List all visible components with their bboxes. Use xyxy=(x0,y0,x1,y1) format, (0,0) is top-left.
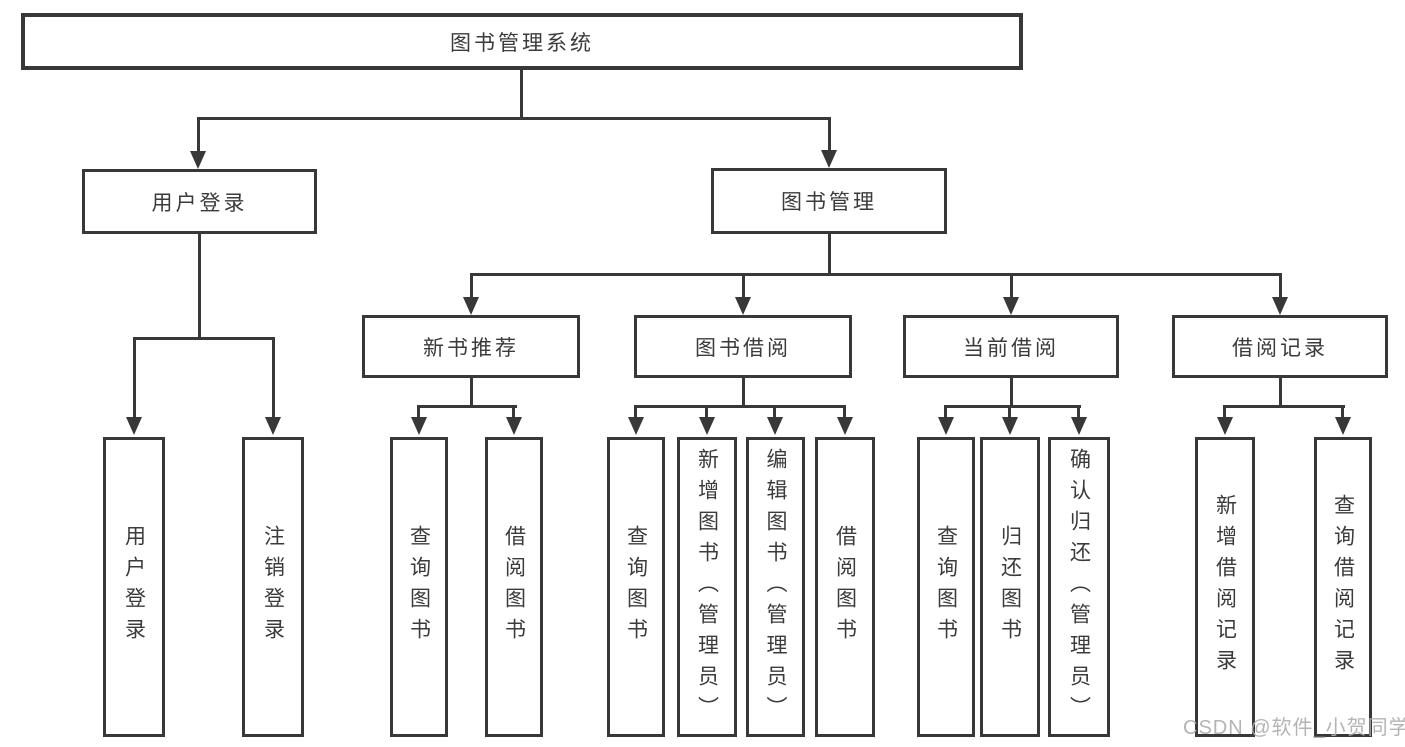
arrow-down-icon xyxy=(463,297,479,315)
connector-line xyxy=(1010,275,1013,299)
connector-line xyxy=(197,119,200,152)
node-label: 注销登录 xyxy=(261,525,285,649)
connector-line xyxy=(634,405,846,408)
node-label: 新增借阅记录 xyxy=(1213,494,1237,680)
connector-line xyxy=(705,407,708,419)
arrow-down-icon xyxy=(1217,417,1233,435)
connector-line xyxy=(1223,407,1226,419)
node-leaf-logout: 注销登录 xyxy=(242,437,304,737)
node-leaf-add-borrow-record: 新增借阅记录 xyxy=(1195,437,1255,737)
node-borrowing-records: 借阅记录 xyxy=(1172,315,1388,378)
node-leaf-return-book: 归还图书 xyxy=(980,437,1040,737)
node-user-login: 用户登录 xyxy=(82,169,317,234)
node-leaf-query-books-borrow: 查询图书 xyxy=(607,437,665,737)
node-label: 借阅记录 xyxy=(1232,336,1328,360)
connector-line xyxy=(272,339,275,419)
node-label: 图书管理 xyxy=(781,191,877,214)
connector-line xyxy=(742,275,745,299)
connector-line xyxy=(1010,377,1013,407)
arrow-down-icon xyxy=(1002,417,1018,435)
node-label: 查询图书 xyxy=(934,525,958,649)
node-label: 图书借阅 xyxy=(695,336,791,360)
node-label: 查询图书 xyxy=(624,525,648,649)
node-label: 图书管理系统 xyxy=(450,31,594,55)
node-label: 借阅图书 xyxy=(502,525,526,649)
connector-line xyxy=(1279,275,1282,299)
connector-line xyxy=(417,405,517,408)
node-label: 归还图书 xyxy=(998,525,1022,649)
arrow-down-icon xyxy=(1071,417,1087,435)
node-label: 用户登录 xyxy=(122,525,146,649)
node-book-management: 图书管理 xyxy=(711,168,947,234)
arrow-down-icon xyxy=(1335,417,1351,435)
arrow-down-icon xyxy=(837,417,853,435)
arrow-down-icon xyxy=(190,151,206,169)
node-library-system: 图书管理系统 xyxy=(21,13,1023,70)
arrow-down-icon xyxy=(938,417,954,435)
arrow-down-icon xyxy=(1003,297,1019,315)
node-leaf-borrow-books: 借阅图书 xyxy=(815,437,875,737)
node-leaf-query-books-current: 查询图书 xyxy=(917,437,975,737)
connector-line xyxy=(470,273,1282,276)
node-label: 借阅图书 xyxy=(833,525,857,649)
node-label: 用户登录 xyxy=(151,191,248,215)
connector-line xyxy=(773,407,776,419)
node-leaf-borrow-books-recommend: 借阅图书 xyxy=(485,437,543,737)
connector-line xyxy=(520,70,523,119)
node-label: 确认归还（管理员） xyxy=(1067,447,1091,727)
node-leaf-edit-book-admin: 编辑图书（管理员） xyxy=(746,437,805,737)
node-label: 查询借阅记录 xyxy=(1331,494,1355,680)
connector-line xyxy=(1223,405,1345,408)
connector-line xyxy=(1008,407,1011,419)
node-book-borrowing: 图书借阅 xyxy=(634,315,852,378)
node-label: 新增图书（管理员） xyxy=(695,447,719,727)
connector-line xyxy=(843,407,846,419)
connector-line xyxy=(1279,377,1282,407)
node-label: 新书推荐 xyxy=(423,336,519,360)
arrow-down-icon xyxy=(735,297,751,315)
connector-line xyxy=(198,234,201,339)
arrow-down-icon xyxy=(411,417,427,435)
arrow-down-icon xyxy=(506,417,522,435)
node-leaf-confirm-return-admin: 确认归还（管理员） xyxy=(1048,437,1110,737)
arrow-down-icon xyxy=(628,417,644,435)
node-label: 查询图书 xyxy=(407,525,431,649)
connector-line xyxy=(742,377,745,407)
watermark: CSDN @软件_小贺同学 xyxy=(1183,717,1405,739)
arrow-down-icon xyxy=(767,417,783,435)
connector-line xyxy=(634,407,637,419)
connector-line xyxy=(133,337,275,340)
connector-line xyxy=(417,407,420,419)
arrow-down-icon xyxy=(699,417,715,435)
connector-line xyxy=(944,405,1081,408)
arrow-down-icon xyxy=(265,417,281,435)
connector-line xyxy=(1077,407,1080,419)
connector-line xyxy=(133,339,136,419)
connector-line xyxy=(470,377,473,407)
connector-line xyxy=(944,407,947,419)
node-leaf-query-borrow-record: 查询借阅记录 xyxy=(1314,437,1372,737)
arrow-down-icon xyxy=(1272,297,1288,315)
node-leaf-add-book-admin: 新增图书（管理员） xyxy=(677,437,737,737)
connector-line xyxy=(828,234,831,275)
node-leaf-query-books-recommend: 查询图书 xyxy=(390,437,448,737)
connector-line xyxy=(512,407,515,419)
node-current-borrowing: 当前借阅 xyxy=(903,315,1119,378)
arrow-down-icon xyxy=(821,150,837,168)
connector-line xyxy=(1341,407,1344,419)
arrow-down-icon xyxy=(126,417,142,435)
connector-line xyxy=(197,117,831,120)
node-leaf-user-login: 用户登录 xyxy=(103,437,165,737)
node-new-book-recommend: 新书推荐 xyxy=(362,315,580,378)
connector-line xyxy=(470,275,473,299)
node-label: 编辑图书（管理员） xyxy=(764,447,788,727)
connector-line xyxy=(828,119,831,151)
node-label: 当前借阅 xyxy=(963,336,1059,360)
